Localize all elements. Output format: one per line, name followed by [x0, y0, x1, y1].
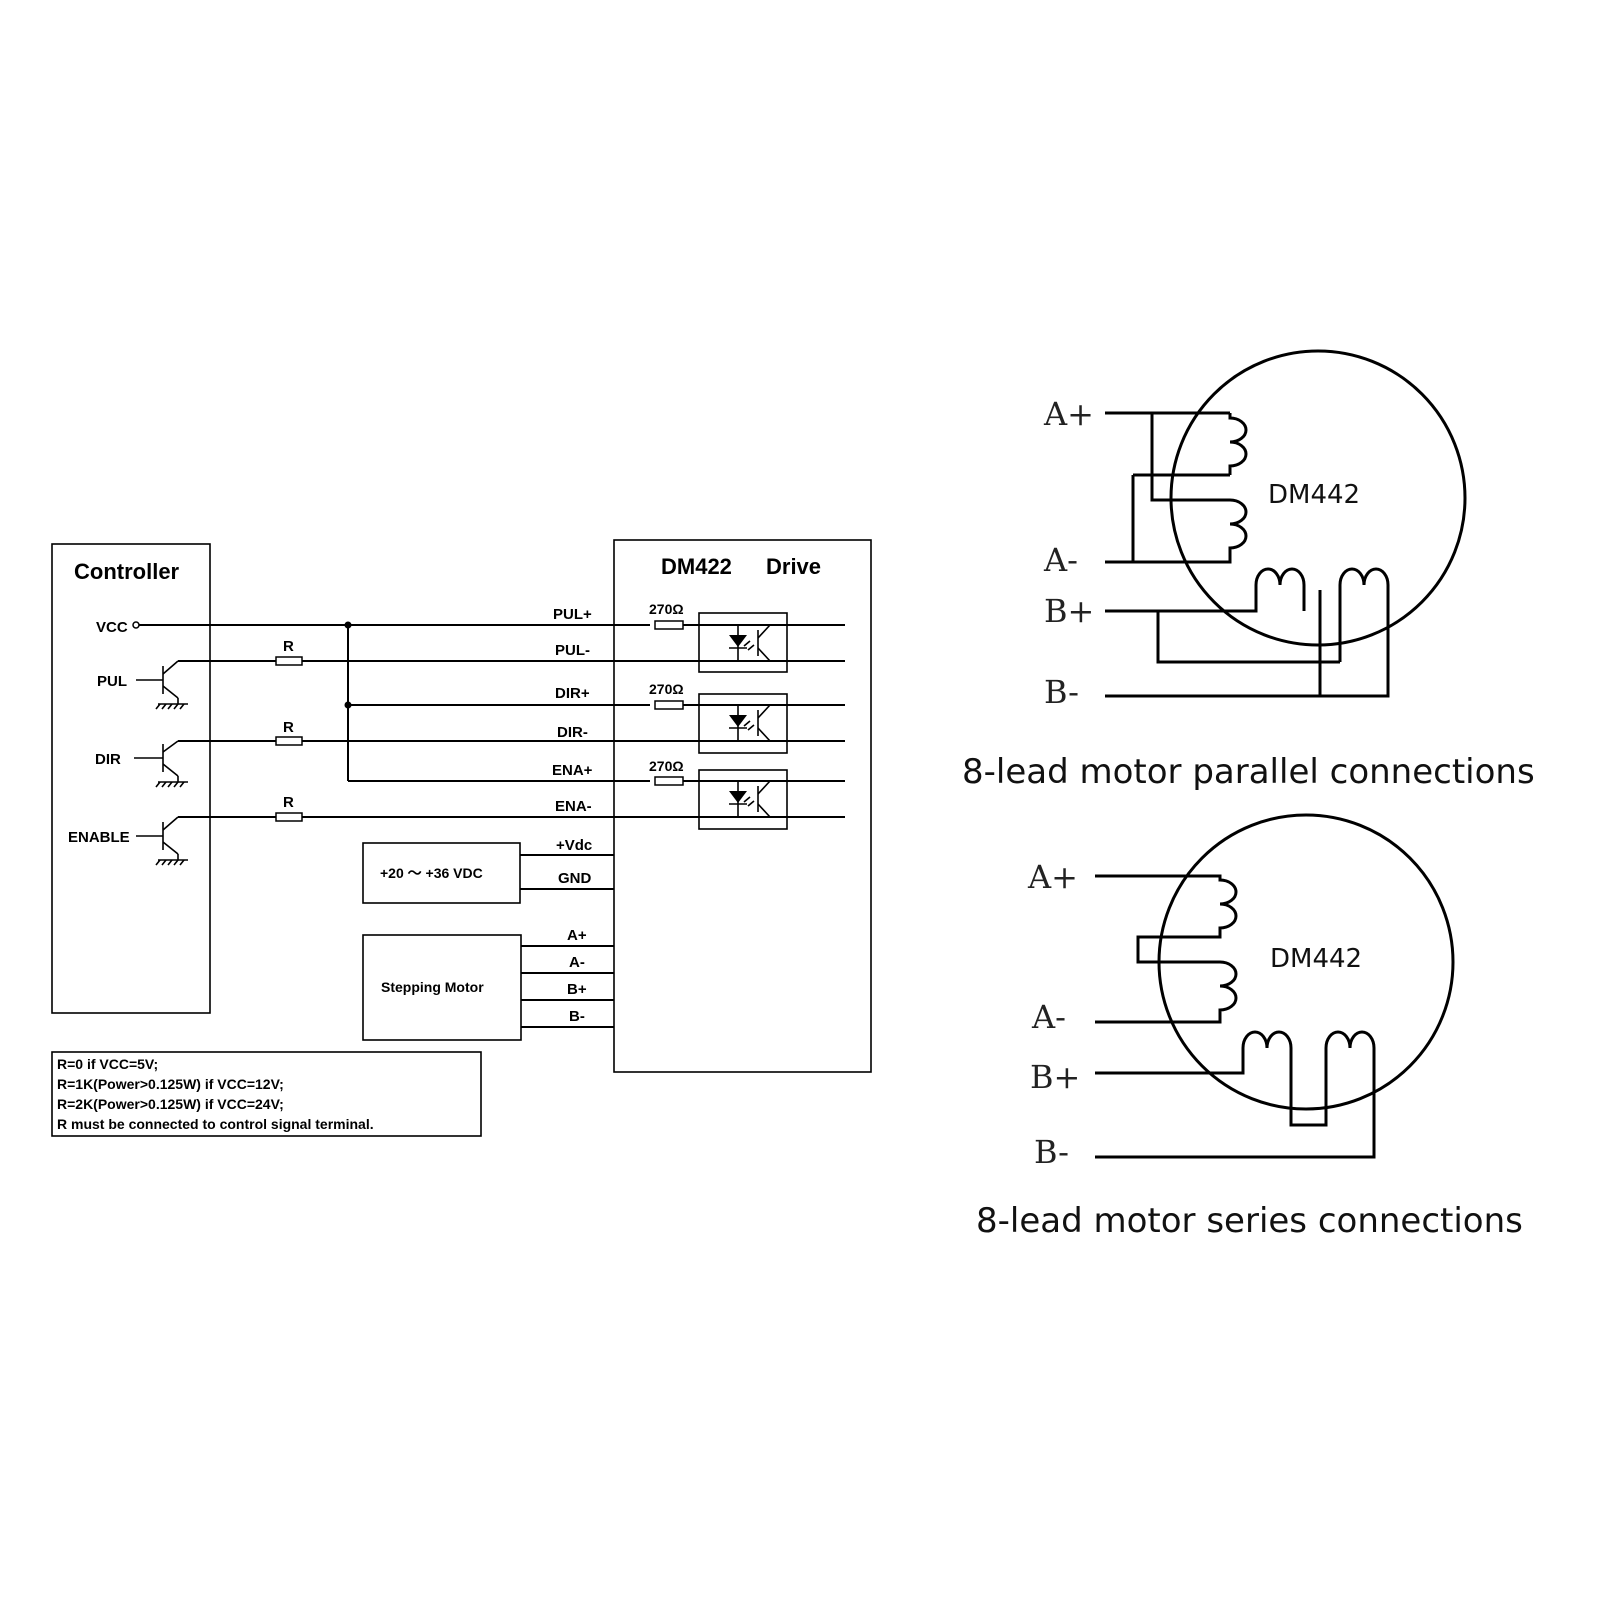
stepping-motor-box: [362, 934, 522, 1041]
vcc-label: VCC: [96, 619, 128, 636]
coil-b2: [1105, 567, 1390, 698]
series-connection-diagram: DM442 A+ A- B+ B- 8-lead motor series co…: [976, 813, 1523, 1241]
drive-title: DM422: [661, 554, 732, 579]
a-plus-label: A+: [567, 927, 587, 944]
note-line: R=0 if VCC=5V;: [57, 1056, 158, 1072]
series-coil-a: [1095, 874, 1238, 1024]
resistor-270-2: [654, 700, 684, 710]
enable-label: ENABLE: [68, 829, 130, 846]
b-bridge: [1156, 611, 1340, 664]
a-bridge-1: [1150, 413, 1230, 502]
resistor-r1: [275, 656, 303, 666]
parallel-caption: 8-lead motor parallel connections: [962, 752, 1535, 792]
parallel-a-plus-label: A+: [1043, 395, 1094, 433]
wiring-diagram: Controller VCC PUL DIR: [51, 539, 872, 1137]
res1-label: 270Ω: [649, 601, 684, 617]
r2-label: R: [283, 719, 294, 736]
optocoupler-3: [698, 769, 788, 830]
drive-suffix: Drive: [766, 554, 821, 579]
resistor-270-3: [654, 776, 684, 786]
motor-circle: [1169, 349, 1467, 647]
stepping-motor-label: Stepping Motor: [381, 979, 484, 995]
coil-a2: [1105, 473, 1248, 564]
parallel-b-plus-label: B+: [1044, 592, 1094, 630]
power-supply-label: +20 ～ +36 VDC: [380, 865, 483, 881]
res2-label: 270Ω: [649, 681, 684, 697]
series-b-minus-label: B-: [1034, 1133, 1069, 1171]
series-b-plus-label: B+: [1030, 1058, 1080, 1096]
resistor-270-1: [654, 620, 684, 630]
resistor-r3: [275, 812, 303, 822]
dir-minus-label: DIR-: [557, 724, 588, 741]
vdc-label: +Vdc: [556, 837, 592, 854]
parallel-model-label: DM442: [1268, 480, 1360, 510]
dir-plus-label: DIR+: [555, 685, 590, 702]
series-a-plus-label: A+: [1027, 858, 1078, 896]
drive-box: [613, 539, 872, 1073]
optocoupler-2: [698, 693, 788, 754]
gnd-label: GND: [558, 870, 592, 887]
junction-dot: [344, 621, 352, 629]
pul-label: PUL: [97, 673, 127, 690]
note-line: R must be connected to control signal te…: [57, 1116, 374, 1132]
resistor-r2: [275, 736, 303, 746]
vcc-terminal: [132, 621, 140, 629]
coil-a1: [1105, 411, 1248, 475]
controller-title: Controller: [74, 559, 180, 584]
note-line: R=1K(Power>0.125W) if VCC=12V;: [57, 1076, 284, 1092]
coil-b1: [1105, 567, 1322, 695]
pul-plus-label: PUL+: [553, 606, 592, 623]
dir-label: DIR: [95, 751, 121, 768]
ena-plus-label: ENA+: [552, 762, 593, 779]
parallel-connection-diagram: DM442 A+ A- B+ B- 8-lead motor parallel …: [962, 349, 1535, 792]
power-supply-box: [362, 842, 521, 904]
res3-label: 270Ω: [649, 758, 684, 774]
b-plus-label: B+: [567, 981, 587, 998]
parallel-a-minus-label: A-: [1043, 541, 1078, 579]
r3-label: R: [283, 794, 294, 811]
notes-box: [51, 1051, 482, 1137]
a-minus-label: A-: [569, 954, 585, 971]
series-a-minus-label: A-: [1031, 998, 1066, 1036]
parallel-b-minus-label: B-: [1044, 673, 1079, 711]
controller-box: [51, 543, 211, 1014]
note-line: R=2K(Power>0.125W) if VCC=24V;: [57, 1096, 284, 1112]
series-caption: 8-lead motor series connections: [976, 1201, 1523, 1241]
r1-label: R: [283, 638, 294, 655]
ena-minus-label: ENA-: [555, 798, 592, 815]
pul-minus-label: PUL-: [555, 642, 590, 659]
series-model-label: DM442: [1270, 944, 1362, 974]
optocoupler-1: [698, 612, 788, 673]
b-minus-label: B-: [569, 1008, 585, 1025]
series-coil-b: [1095, 1030, 1376, 1159]
